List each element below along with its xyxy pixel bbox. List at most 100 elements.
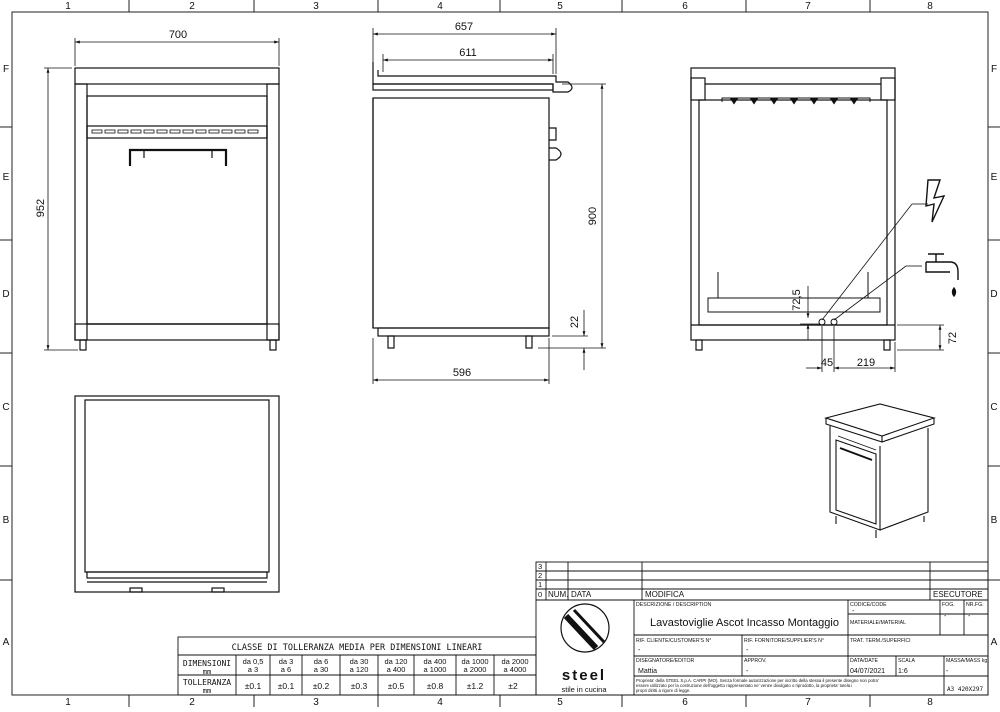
rif-fornitore-label: RIF. FORNITORE/SUPPLIER'S N° (744, 638, 824, 644)
revision-num: 1 (538, 580, 542, 589)
tol-value: ±0.2 (313, 681, 330, 691)
range-top: da 400 (424, 657, 447, 666)
foglio-label: FOG. (942, 602, 955, 608)
col-label: 4 (437, 697, 443, 707)
tol-value: ±0.3 (351, 681, 368, 691)
tol-value: ±2 (508, 681, 518, 691)
nfogli-value: - (968, 613, 971, 620)
col-label: 1 (65, 697, 71, 707)
col-label: 7 (805, 1, 811, 12)
title-block (535, 561, 989, 696)
row-label: A (3, 637, 10, 648)
dim-side-base-depth: 596 (453, 367, 471, 379)
footer-line: essere utilizzato per la costruzione del… (636, 683, 852, 688)
range-bottom: a 3 (248, 665, 258, 674)
codice-label: CODICE/CODE (850, 602, 887, 608)
range-bottom: a 4000 (504, 665, 527, 674)
dim-row-label: DIMENSIONI (183, 659, 231, 668)
row-label: C (2, 402, 9, 413)
massa-label: MASSA/MASS kg (946, 658, 987, 664)
range-bottom: a 6 (281, 665, 291, 674)
dim-rear-45: 45 (821, 357, 833, 369)
materiale-label: MATERIALE/MATERIAL (850, 620, 906, 626)
dim-rear-72: 72 (947, 332, 959, 344)
dim-rear-72-5: 72,5 (791, 289, 803, 310)
col-label: 7 (805, 697, 811, 707)
col-label: 1 (65, 1, 71, 12)
tol-value: ±0.5 (388, 681, 405, 691)
col-label: 5 (557, 697, 563, 707)
trat-label: TRAT. TERM./SUPERFICI (850, 638, 911, 644)
header-num: NUM. (548, 590, 568, 599)
foglio-value: - (944, 613, 947, 620)
dim-front-height: 952 (35, 199, 47, 217)
range-top: da 1000 (461, 657, 488, 666)
codice-value: - (852, 608, 855, 615)
col-label: 3 (313, 697, 319, 707)
steel-logo (560, 603, 610, 653)
water-tap-icon (925, 253, 959, 298)
range-bottom: a 400 (387, 665, 406, 674)
col-label: 2 (189, 1, 195, 12)
isometric-view (824, 403, 936, 538)
tol-value: ±1.2 (467, 681, 484, 691)
range-bottom: a 30 (314, 665, 329, 674)
footer-line: propri diritti a rigore di legge. (636, 688, 690, 693)
massa-value: - (946, 668, 949, 675)
row-label: D (2, 289, 9, 300)
tol-value: ±0.8 (427, 681, 444, 691)
tol-value: ±0.1 (245, 681, 262, 691)
revision-num: 3 (538, 562, 542, 571)
tol-value: ±0.1 (278, 681, 295, 691)
range-top: da 3 (279, 657, 294, 666)
dim-row-unit: mm (203, 668, 211, 676)
tol-row-label: TOLLERANZA (183, 678, 231, 687)
side-view (372, 62, 573, 349)
electric-bolt-icon (925, 179, 946, 223)
rif-cliente-label: RIF. CLIENTE/CUSTOMER'S N° (636, 638, 711, 644)
front-vent-slots (91, 129, 259, 134)
range-top: da 6 (314, 657, 329, 666)
desc-label: DESCRIZIONE / DESCRIPTION (636, 602, 711, 608)
top-view (74, 395, 280, 593)
range-bottom: a 2000 (464, 665, 487, 674)
header-data: DATA (571, 590, 592, 599)
col-label: 8 (927, 697, 933, 707)
footer-line: Proprieta' della STEEL S.p.A. CARPI (MO)… (636, 678, 879, 683)
range-top: da 120 (385, 657, 408, 666)
dim-side-height: 900 (587, 207, 599, 225)
range-bottom: a 120 (350, 665, 369, 674)
dim-rear-219: 219 (857, 357, 875, 369)
nfogli-label: NR.FG. (966, 602, 984, 608)
header-esecutore: ESECUTORE (933, 590, 983, 599)
disegnatore-label: DISEGNATORE/EDITOR (636, 658, 694, 664)
approv-value: - (746, 668, 749, 675)
drawing-description: Lavastoviglie Ascot Incasso Montaggio (650, 617, 839, 629)
logo-tagline: stile in cucina (561, 685, 607, 694)
row-label: A (991, 637, 998, 648)
tolerance-title: CLASSE DI TOLLERANZA MEDIA PER DIMENSION… (232, 643, 483, 653)
range-bottom: a 1000 (424, 665, 447, 674)
range-top: da 2000 (501, 657, 528, 666)
rif-cliente-value: - (638, 647, 641, 654)
scala-label: SCALA (898, 658, 916, 664)
row-label: F (3, 64, 9, 75)
row-label: E (3, 172, 10, 183)
sheet-format: A3 420X297 (947, 686, 984, 693)
col-label: 3 (313, 1, 319, 12)
dim-side-top-depth: 611 (459, 47, 477, 59)
approv-label: APPROV. (744, 658, 767, 664)
dim-side-overall-depth: 657 (455, 21, 473, 33)
header-modifica: MODIFICA (645, 590, 685, 599)
disegnatore-value: Mattia (638, 668, 657, 675)
row-label: B (991, 515, 998, 526)
logo-wordmark: steel (562, 667, 606, 684)
col-label: 8 (927, 1, 933, 12)
row-label: E (991, 172, 998, 183)
revision-num: 0 (538, 590, 542, 599)
range-top: da 30 (350, 657, 369, 666)
scala-value: 1:6 (898, 668, 908, 675)
